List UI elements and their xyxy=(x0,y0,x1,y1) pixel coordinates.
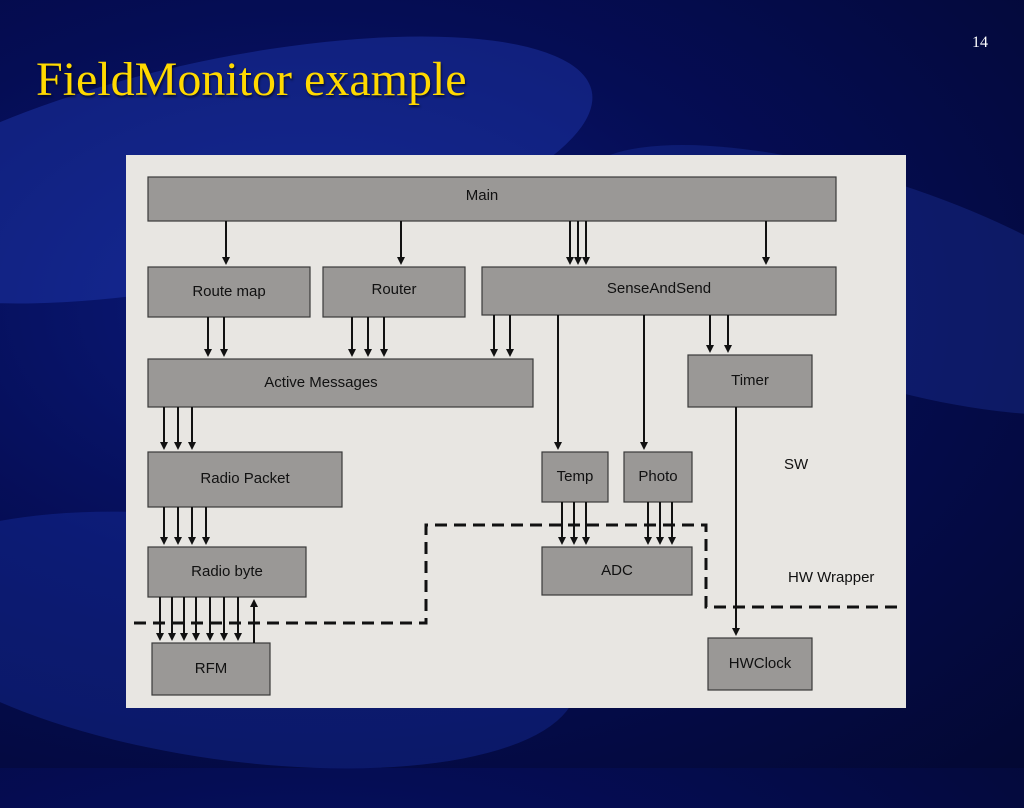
svg-text:Radio byte: Radio byte xyxy=(191,563,263,580)
box-radio-byte: Radio byte xyxy=(147,546,307,598)
box-active-messages: Active Messages xyxy=(147,358,534,408)
box-timer: Timer xyxy=(687,354,813,408)
box-adc: ADC xyxy=(541,546,693,596)
arrows-to-radio-byte xyxy=(160,507,210,545)
svg-text:ADC: ADC xyxy=(601,562,633,579)
svg-text:Photo: Photo xyxy=(638,468,677,485)
label-hw-wrapper: HW Wrapper xyxy=(788,569,874,586)
svg-text:Temp: Temp xyxy=(557,468,594,485)
svg-text:SenseAndSend: SenseAndSend xyxy=(607,280,711,297)
svg-text:Timer: Timer xyxy=(731,372,769,389)
label-sw: SW xyxy=(784,456,809,473)
arrows-to-rfm xyxy=(156,597,258,643)
box-router: Router xyxy=(322,266,466,318)
arrows-sense-and-send xyxy=(554,315,732,450)
svg-text:Radio Packet: Radio Packet xyxy=(200,470,290,487)
svg-text:RFM: RFM xyxy=(195,660,228,677)
slide-title: FieldMonitor example xyxy=(36,53,467,106)
box-photo: Photo xyxy=(623,451,693,503)
svg-text:Active Messages: Active Messages xyxy=(264,374,377,391)
svg-text:Router: Router xyxy=(371,281,416,298)
svg-text:HWClock: HWClock xyxy=(729,655,792,672)
box-radio-packet: Radio Packet xyxy=(147,451,343,508)
arrows-main xyxy=(222,221,770,265)
svg-text:Main: Main xyxy=(466,187,499,204)
box-sense-and-send: SenseAndSend xyxy=(481,266,837,316)
arrows-to-active-messages xyxy=(204,315,514,357)
svg-text:Route map: Route map xyxy=(192,283,265,300)
box-main: Main xyxy=(147,176,837,222)
arrows-to-radio-packet xyxy=(160,407,196,450)
box-rfm: RFM xyxy=(151,642,271,696)
box-route-map: Route map xyxy=(147,266,311,318)
box-temp: Temp xyxy=(541,451,609,503)
slide-number: 14 xyxy=(972,34,988,51)
box-hwclock: HWClock xyxy=(707,637,813,691)
diagram-canvas: Main Route map Router SenseAndSend Activ… xyxy=(134,176,901,696)
hw-wrapper-boundary xyxy=(134,523,901,625)
arrows-to-adc xyxy=(558,502,676,545)
architecture-diagram: Main Route map Router SenseAndSend Activ… xyxy=(126,155,906,708)
